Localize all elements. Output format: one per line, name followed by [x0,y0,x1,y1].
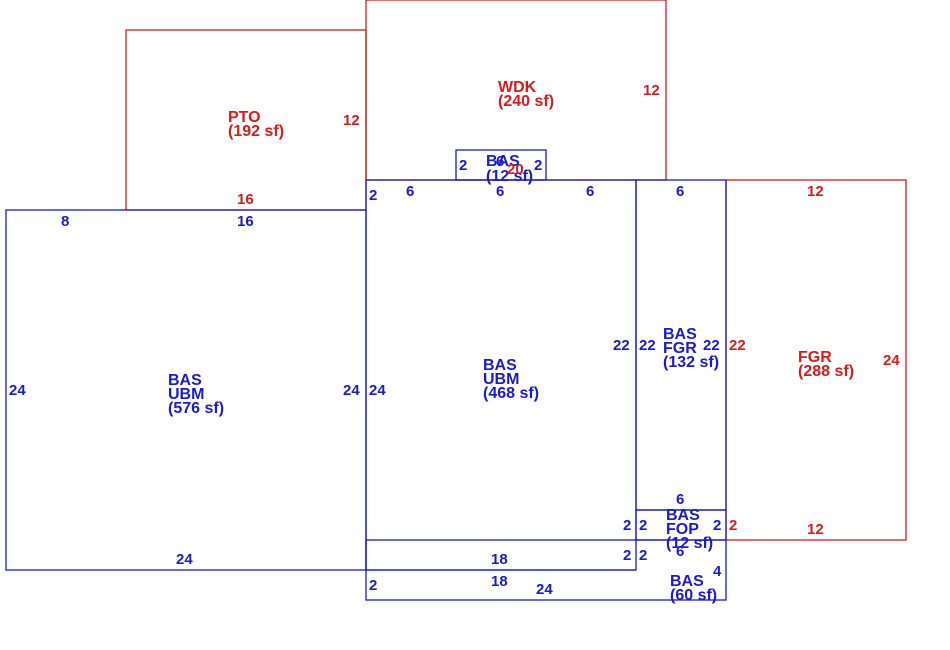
dim-center-top-a: 6 [406,183,414,200]
dim-center-bottom: 18 [491,551,508,568]
dim-left-right: 24 [343,382,360,399]
dim-center-left: 24 [369,382,386,399]
bas-left-sub: UBM [168,386,204,403]
dim-fgr-top: 12 [807,183,824,200]
dim-center-right: 22 [613,337,630,354]
bas-fgr-sub: FGR [663,340,697,357]
pto-code: PTO [228,109,261,126]
bas-fop-code: BAS [666,507,700,524]
dim-wdk-mid: 20 [507,161,524,178]
dim-small-right: 2 [534,157,542,174]
dim-center-top-b: 6 [496,183,504,200]
dim-pto-right: 12 [343,112,360,129]
bas-small-top-area: (12 sf) [486,168,533,185]
bas-left-code: BAS [168,372,202,389]
bas-fgr-area: (132 sf) [663,354,719,371]
dim-fgr-bottom: 12 [807,521,824,538]
dim-fop-left-b: 2 [639,517,647,534]
dim-pto-bottom: 16 [237,191,254,208]
dim-bottom-left-b: 2 [369,577,377,594]
dim-left-top-8: 8 [61,213,69,230]
dim-bottom-right: 4 [713,563,722,580]
dim-bottom-bottom: 24 [536,581,553,598]
dim-fgr-left: 22 [729,337,746,354]
dim-fop-right: 2 [713,517,721,534]
dim-center-corner: 2 [623,547,631,564]
dim-center-top-c: 6 [586,183,594,200]
dim-small-left: 2 [459,157,467,174]
dim-bottom-mid: 18 [491,573,508,590]
dim-fop-left-a: 2 [623,517,631,534]
bas-bottom-area: (60 sf) [670,587,717,604]
dim-fgr-fop-right: 2 [729,517,737,534]
dim-bottom-left-a: 2 [639,547,647,564]
bas-center-code: BAS [483,357,517,374]
dim-fgrbas-right: 22 [703,337,720,354]
bas-small-top-code: BAS [486,153,520,170]
bas-bottom-code: BAS [670,573,704,590]
dim-left-bottom: 24 [176,551,193,568]
dim-left-side: 24 [9,382,26,399]
wdk-area: (240 sf) [498,93,554,110]
bas-center-sub: UBM [483,371,519,388]
bas-center-area: (468 sf) [483,385,539,402]
fgr-area: (288 sf) [798,363,854,380]
dim-fgrbas-top: 6 [676,183,684,200]
bas-fop-sub: FOP [666,521,699,538]
bas-fgr-code: BAS [663,326,697,343]
dim-fop-bottom: 6 [676,543,684,560]
dim-small-top: 6 [496,153,504,170]
dim-wdk-right: 12 [643,82,660,99]
dim-fgr-right: 24 [883,352,900,369]
dim-left-top-16: 16 [237,213,254,230]
pto-area: (192 sf) [228,123,284,140]
dim-fgrbas-left: 22 [639,337,656,354]
dim-center-left-top: 2 [369,187,377,204]
fgr-code: FGR [798,349,832,366]
bas-left-area: (576 sf) [168,400,224,417]
wdk-code: WDK [498,79,537,96]
bas-fop-area: (12 sf) [666,535,713,552]
dim-fop-top: 6 [676,491,684,508]
